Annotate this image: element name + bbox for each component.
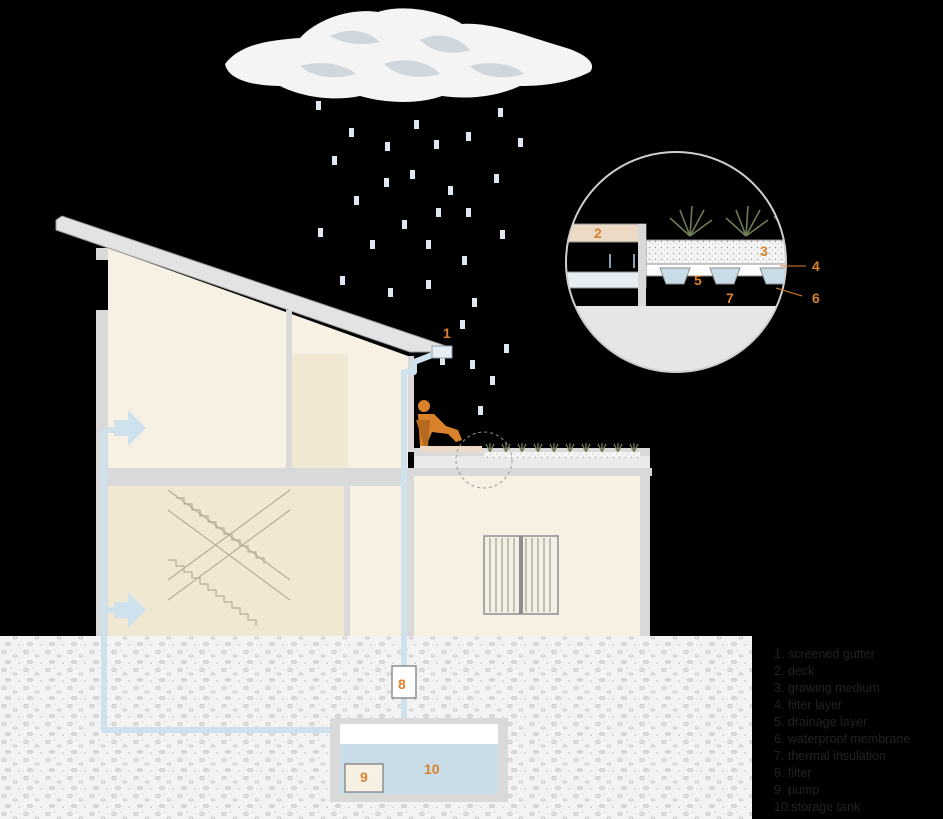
label-growing-medium: 3: [760, 243, 768, 259]
label-filter: 8: [398, 676, 406, 692]
label-gutter: 1: [443, 325, 451, 341]
storage-tank: [330, 718, 508, 802]
label-filter-layer: 4: [812, 258, 820, 274]
label-drainage-layer: 5: [694, 272, 702, 288]
label-storage-tank: 10: [424, 761, 440, 777]
label-pump: 9: [360, 769, 368, 785]
green-roof-detail: [565, 151, 787, 373]
legend-item: 2. deck: [774, 664, 815, 678]
air-flow-arrows: [114, 410, 146, 628]
label-thermal-insulation: 7: [726, 290, 734, 306]
legend-item: 10.storage tank: [774, 800, 861, 814]
screened-gutter-icon: [431, 345, 453, 359]
label-waterproof-membrane: 6: [812, 290, 820, 306]
staircase: [167, 489, 291, 626]
legend: 1. screened gutter 2. deck 3. growing me…: [774, 646, 943, 816]
raindrops: [316, 101, 523, 415]
label-deck: 2: [594, 225, 602, 241]
legend-item: 3. growing medium: [774, 681, 880, 695]
filter-unit: [391, 665, 417, 699]
legend-item: 9. pump: [774, 783, 820, 797]
green-roof-plants: [485, 443, 639, 453]
legend-item: 6. waterproof membrane: [774, 732, 911, 746]
legend-item: 7. thermal insulation: [774, 749, 886, 763]
legend-item: 5. drainage layer: [774, 715, 868, 729]
legend-item: 1. screened gutter: [774, 647, 875, 661]
legend-item: 4. filter layer: [774, 698, 843, 712]
seated-person-icon: [416, 400, 462, 446]
house-section: [55, 215, 652, 636]
rain-cloud: [225, 8, 593, 102]
window: [483, 535, 559, 615]
legend-item: 8. filter: [774, 766, 812, 780]
